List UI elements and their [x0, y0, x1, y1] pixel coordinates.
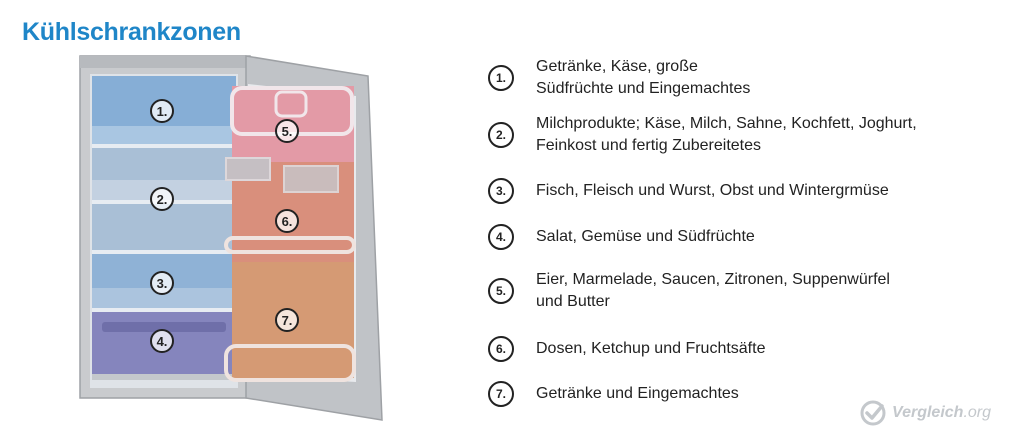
legend-number: 2. [488, 122, 514, 148]
legend-number: 3. [488, 178, 514, 204]
legend-number: 1. [488, 65, 514, 91]
legend-number: 6. [488, 336, 514, 362]
legend-text: Eier, Marmelade, Saucen, Zitronen, Suppe… [536, 271, 890, 310]
legend-number: 5. [488, 278, 514, 304]
legend-text: Getränke, Käse, große Südfrüchte und Ein… [536, 58, 751, 97]
legend-item-6: 6. Dosen, Ketchup und Fruchtsäfte [488, 336, 966, 362]
legend-item-2: 2. Milchprodukte; Käse, Milch, Sahne, Ko… [488, 113, 966, 157]
zone-marker-1: 1. [150, 99, 174, 123]
fridge-body [79, 55, 251, 399]
zone-marker-6: 6. [275, 209, 299, 233]
legend-number: 4. [488, 224, 514, 250]
legend-text: Dosen, Ketchup und Fruchtsäfte [536, 340, 766, 357]
page-title: Kühlschrankzonen [22, 18, 241, 46]
legend-number: 7. [488, 381, 514, 407]
zone-marker-4: 4. [150, 329, 174, 353]
logo-name: Vergleich [892, 404, 964, 421]
vergleich-logo: Vergleich.org [860, 400, 991, 426]
legend-text: Getränke und Eingemachtes [536, 385, 739, 402]
fridge-illustration [79, 55, 383, 421]
zone-marker-7: 7. [275, 308, 299, 332]
checkmark-circle-icon [860, 400, 886, 426]
zone-marker-2: 2. [150, 187, 174, 211]
legend-text: Salat, Gemüse und Südfrüchte [536, 228, 755, 245]
legend-item-5: 5. Eier, Marmelade, Saucen, Zitronen, Su… [488, 269, 966, 313]
legend-text: Fisch, Fleisch und Wurst, Obst und Winte… [536, 182, 889, 199]
legend-item-7: 7. Getränke und Eingemachtes [488, 381, 966, 407]
zone-marker-5: 5. [275, 119, 299, 143]
legend-item-1: 1. Getränke, Käse, große Südfrüchte und … [488, 56, 966, 100]
zone-marker-3: 3. [150, 271, 174, 295]
legend-text: Milchprodukte; Käse, Milch, Sahne, Kochf… [536, 115, 917, 154]
legend-item-3: 3. Fisch, Fleisch und Wurst, Obst und Wi… [488, 178, 966, 204]
legend-item-4: 4. Salat, Gemüse und Südfrüchte [488, 224, 966, 250]
fridge-door [224, 55, 383, 421]
logo-tld: .org [963, 404, 992, 421]
